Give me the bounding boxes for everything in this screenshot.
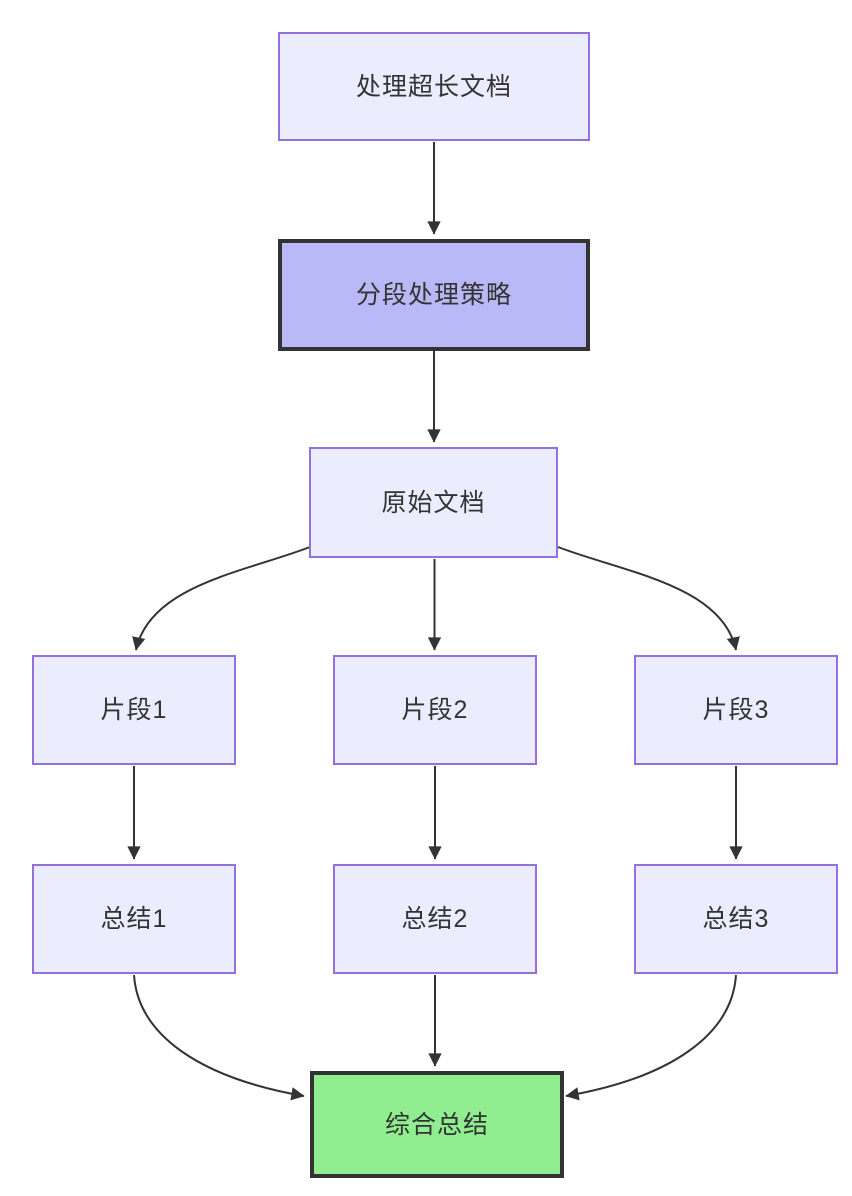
- node-segmentation-strategy-label: 分段处理策略: [355, 281, 512, 309]
- node-segmentation-strategy: 分段处理策略: [278, 239, 590, 351]
- node-summary-2-label: 总结2: [401, 905, 469, 933]
- node-summary-3: 总结3: [634, 864, 838, 974]
- node-final-summary: 综合总结: [310, 1071, 564, 1178]
- node-fragment-3: 片段3: [634, 655, 838, 765]
- node-fragment-1-label: 片段1: [100, 696, 168, 724]
- edge-C-D3: [557, 546, 740, 651]
- node-summary-1-label: 总结1: [100, 905, 168, 933]
- node-fragment-2-label: 片段2: [401, 696, 469, 724]
- node-summary-2: 总结2: [333, 864, 537, 974]
- node-process-long-document: 处理超长文档: [278, 32, 590, 141]
- edge-E1-F: [133, 974, 305, 1101]
- node-fragment-1: 片段1: [32, 655, 236, 765]
- node-process-long-document-label: 处理超长文档: [355, 72, 512, 101]
- node-fragment-3-label: 片段3: [702, 696, 770, 724]
- edge-E3-F: [565, 974, 737, 1101]
- edge-C-D1: [132, 546, 311, 651]
- node-final-summary-label: 综合总结: [384, 1110, 489, 1139]
- node-summary-1: 总结1: [32, 864, 236, 974]
- node-original-document-label: 原始文档: [381, 488, 486, 517]
- node-original-document: 原始文档: [309, 447, 558, 558]
- node-summary-3-label: 总结3: [702, 905, 770, 933]
- node-fragment-2: 片段2: [333, 655, 537, 765]
